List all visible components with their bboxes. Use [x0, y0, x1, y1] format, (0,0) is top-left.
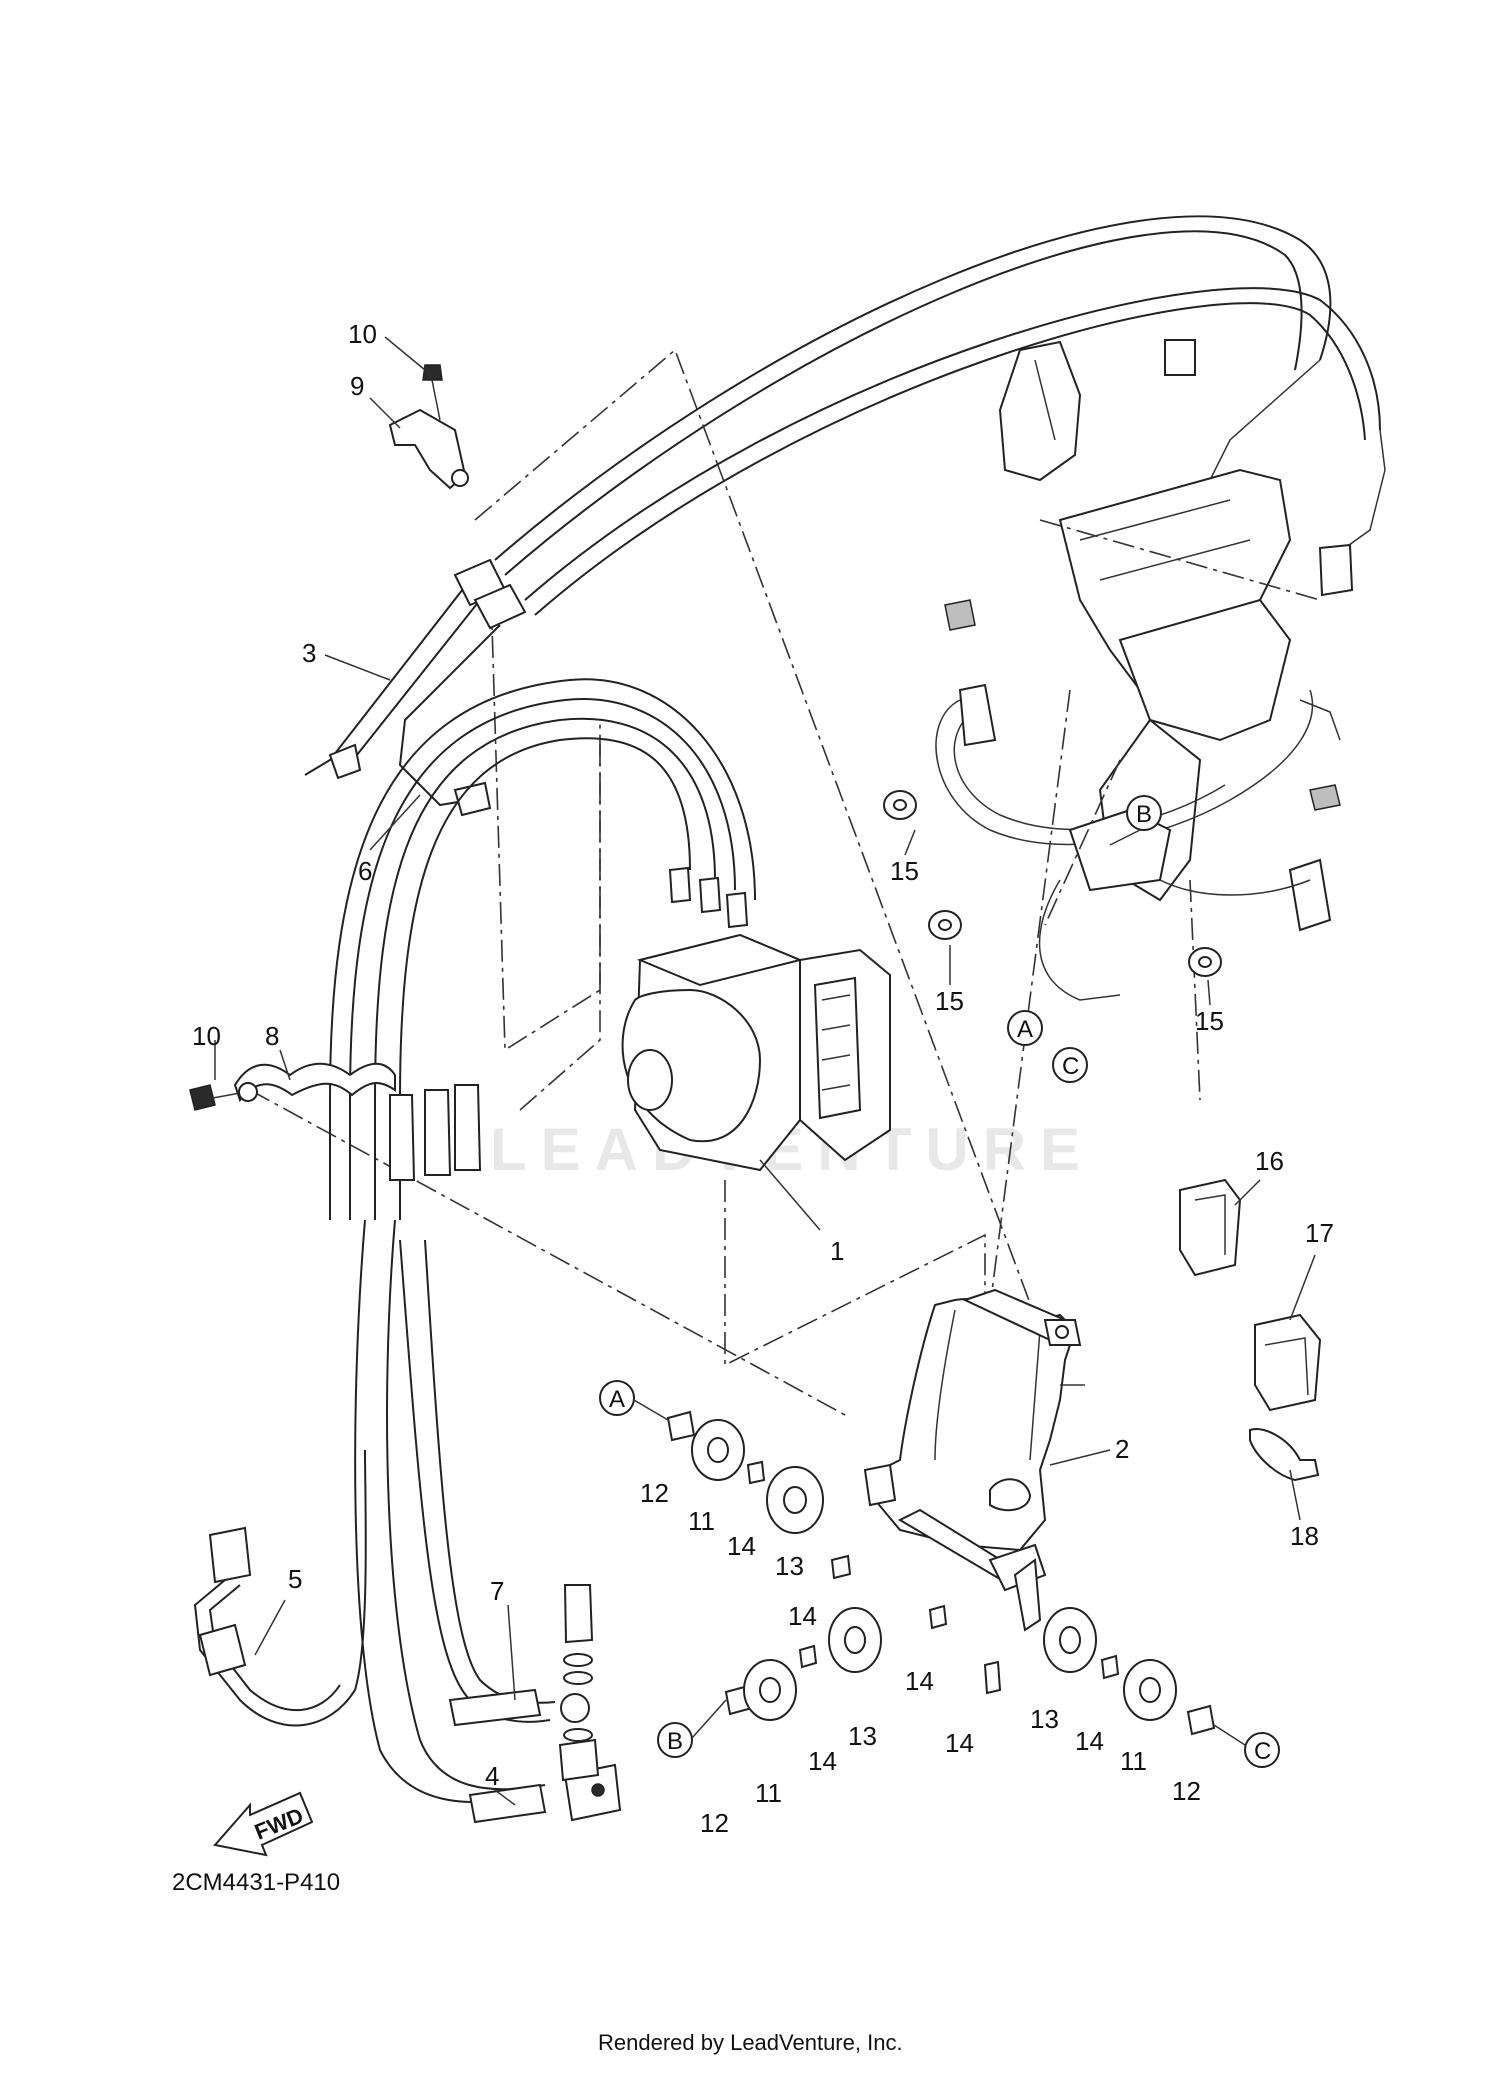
- part-1-abs-hydraulic-unit: [621, 866, 891, 1172]
- ref-c-lower: C: [1254, 1738, 1271, 1765]
- brake-pipes-bundle: [329, 678, 756, 1803]
- part-15-nut-2: [928, 910, 962, 940]
- callout-12-bottom: 12: [700, 1808, 729, 1838]
- callout-12-right: 12: [1172, 1776, 1201, 1806]
- part-16-connector: [1179, 1178, 1242, 1277]
- callout-11-right: 11: [1120, 1746, 1147, 1776]
- callout-3: 3: [302, 638, 316, 668]
- render-credit: Rendered by LeadVenture, Inc.: [598, 2030, 903, 2055]
- callout-14-bottom-left: 14: [808, 1746, 837, 1776]
- fwd-direction-arrow: FWD: [213, 1791, 314, 1857]
- part-3-brake-hose: [304, 558, 527, 780]
- callout-8: 8: [265, 1021, 279, 1051]
- part-10-bolt-left: [189, 1084, 241, 1111]
- callout-11-upper: 11: [688, 1506, 715, 1536]
- callout-16: 16: [1255, 1146, 1284, 1176]
- callout-7: 7: [490, 1576, 504, 1606]
- callout-14-upper: 14: [727, 1531, 756, 1561]
- part-2-abs-bracket: [863, 1288, 1082, 1632]
- part-4-brake-hose-joint: [468, 1738, 622, 1824]
- frame-bracket-upper-right: [935, 339, 1354, 1001]
- callout-15-right: 15: [1195, 1006, 1224, 1036]
- callout-14-mid-left: 14: [788, 1601, 817, 1631]
- part-15-nut-3: [1188, 947, 1222, 977]
- callout-15-center: 15: [935, 986, 964, 1016]
- part-6-brake-pipe: [398, 624, 501, 817]
- diagram-code: 2CM4431-P410: [172, 1869, 340, 1896]
- callout-18: 18: [1290, 1521, 1319, 1551]
- part-8-pipe-clamp: [233, 1062, 396, 1103]
- callout-9: 9: [350, 371, 364, 401]
- mount-hardware-right-lower: [983, 1607, 1216, 1736]
- ref-letter-labels: A B C B A C: [609, 801, 1271, 1765]
- callout-2: 2: [1115, 1434, 1129, 1464]
- callout-10-left: 10: [192, 1021, 221, 1051]
- mount-hardware-left-upper: [666, 1410, 824, 1534]
- callout-15-left: 15: [890, 856, 919, 886]
- callout-labels: 10 9 3 6 10 8 1 2 5 7 4 12 11 14 13 14 1…: [192, 319, 1334, 1838]
- callout-1: 1: [830, 1236, 844, 1266]
- callout-14-bottom-center: 14: [945, 1728, 974, 1758]
- callout-14-right: 14: [1075, 1726, 1104, 1756]
- callout-4: 4: [485, 1761, 499, 1791]
- callout-13-upper: 13: [775, 1551, 804, 1581]
- callout-10-top: 10: [348, 319, 377, 349]
- ref-a-upper: A: [1017, 1016, 1033, 1043]
- part-9-hose-clamp: [388, 408, 469, 490]
- part-7-union-bolt-assembly: [448, 1584, 594, 1759]
- mount-hardware-left-lower: [724, 1554, 948, 1721]
- part-17-connector: [1254, 1313, 1322, 1412]
- callout-13-bottom-left: 13: [848, 1721, 877, 1751]
- callout-6: 6: [358, 856, 372, 886]
- ref-b-lower: B: [667, 1728, 683, 1755]
- ref-circles: [599, 795, 1280, 1768]
- ref-c-upper: C: [1062, 1053, 1079, 1080]
- part-5-brake-hose: [193, 1449, 367, 1727]
- callout-leaders: [214, 336, 1316, 1806]
- ref-b-upper: B: [1136, 801, 1152, 828]
- callout-5: 5: [288, 1564, 302, 1594]
- ref-a-lower: A: [609, 1386, 625, 1413]
- part-18-clip: [1249, 1428, 1320, 1482]
- callout-12-left: 12: [640, 1478, 669, 1508]
- callout-14-mid: 14: [905, 1666, 934, 1696]
- callout-11-bottom-left: 11: [755, 1778, 782, 1808]
- part-10-bolt-top: [422, 364, 443, 421]
- callout-13-right: 13: [1030, 1704, 1059, 1734]
- brake-hoses-upper: [494, 215, 1386, 616]
- leader-lines: [249, 348, 1321, 1540]
- callout-17: 17: [1305, 1218, 1334, 1248]
- part-15-nut-1: [883, 790, 917, 820]
